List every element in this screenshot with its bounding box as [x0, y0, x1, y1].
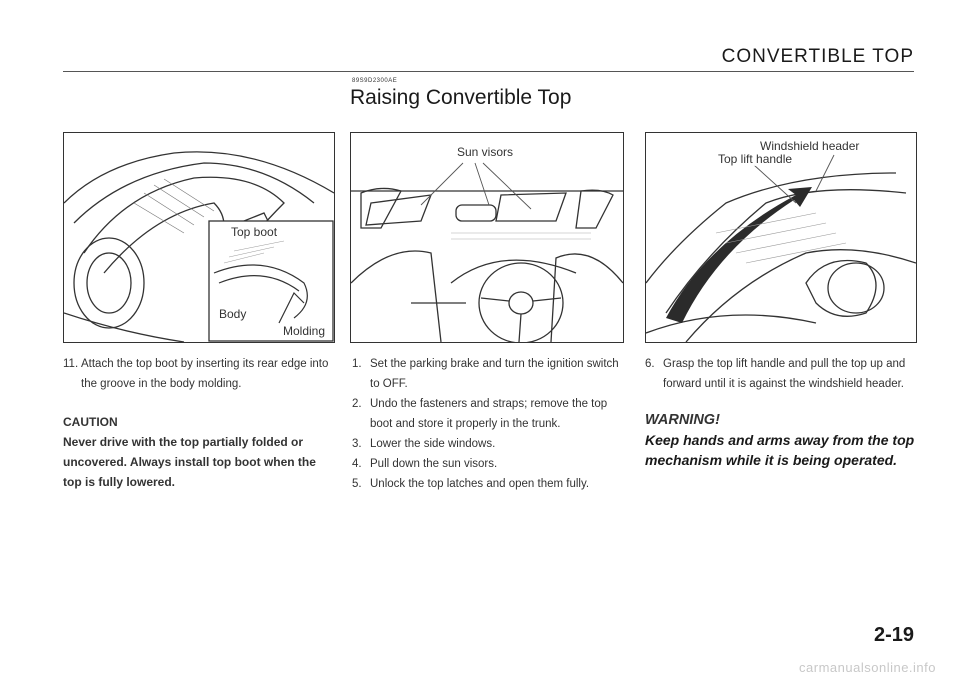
step-number: 6. [645, 358, 655, 370]
header-rule [63, 71, 914, 72]
step-item: 2. Undo the fasteners and straps; remove… [352, 394, 624, 434]
step-number: 1. [352, 358, 362, 370]
caution-title: CAUTION [63, 415, 118, 429]
label-windshield-header: Windshield header [758, 139, 862, 153]
caution-text: Never drive with the top partially folde… [63, 435, 316, 489]
warning-title: WARNING! [645, 412, 720, 428]
label-body: Body [217, 307, 249, 321]
step-text: Attach the top boot by inserting its rea… [81, 358, 329, 390]
warning-text: Keep hands and arms away from the top me… [645, 432, 915, 468]
step-item: 3. Lower the side windows. [352, 434, 624, 454]
page-heading: Raising Convertible Top [350, 86, 572, 109]
step-number: 11. [63, 358, 79, 370]
label-top-lift-handle: Top lift handle [716, 152, 795, 166]
step-number: 4. [352, 458, 362, 470]
step-number: 3. [352, 438, 362, 450]
label-molding: Molding [281, 324, 328, 338]
figure-top-lift-handle: Windshield header Top lift handle [645, 132, 917, 343]
step-text: Set the parking brake and turn the ignit… [370, 358, 619, 390]
step-text: Lower the side windows. [370, 438, 496, 450]
label-sun-visors: Sun visors [455, 145, 516, 159]
step-text: Pull down the sun visors. [370, 458, 498, 470]
reference-code: 89S9D2300AE [352, 78, 398, 84]
figure-sun-visors: Sun visors [350, 132, 624, 343]
step-item: 1. Set the parking brake and turn the ig… [352, 354, 624, 394]
step-item: 5. Unlock the top latches and open them … [352, 474, 624, 494]
label-top-boot: Top boot [229, 225, 280, 239]
car-rear-illustration [64, 151, 334, 342]
page-number: 2-19 [873, 624, 914, 646]
column-raising-steps: 1. Set the parking brake and turn the ig… [352, 354, 624, 494]
step-text: Undo the fasteners and straps; remove th… [370, 398, 608, 430]
column-boot-instructions: 11. Attach the top boot by inserting its… [63, 354, 335, 492]
top-raising-illustration [646, 154, 916, 342]
direction-arrow-icon [666, 187, 812, 323]
step-number: 5. [352, 478, 362, 490]
step-item: 4. Pull down the sun visors. [352, 454, 624, 474]
watermark: carmanualsonline.info [799, 660, 936, 675]
interior-illustration [351, 162, 623, 342]
figure-top-boot: Top boot Body Molding [63, 132, 335, 343]
step-text: Grasp the top lift handle and pull the t… [663, 358, 906, 390]
section-title: CONVERTIBLE TOP [721, 46, 914, 67]
step-text: Unlock the top latches and open them ful… [370, 478, 590, 490]
step-number: 2. [352, 398, 362, 410]
step-item: 11. Attach the top boot by inserting its… [63, 354, 335, 394]
column-lift-instructions: 6. Grasp the top lift handle and pull th… [645, 354, 917, 470]
step-item: 6. Grasp the top lift handle and pull th… [645, 354, 917, 394]
